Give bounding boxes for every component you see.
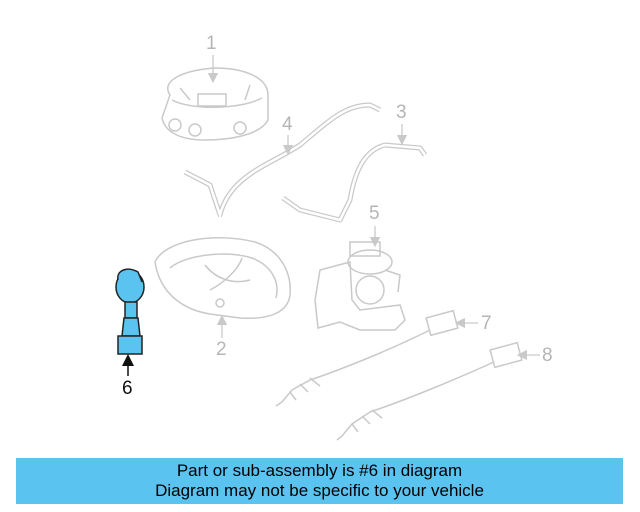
banner-line-1: Part or sub-assembly is #6 in diagram [176, 461, 463, 480]
part-1-canister[interactable] [161, 67, 269, 141]
part-7-sensor[interactable] [275, 309, 459, 407]
callout-label-3: 3 [396, 102, 407, 123]
callout-label-1: 1 [206, 33, 217, 54]
callout-label-8: 8 [542, 345, 553, 366]
callout-label-4: 4 [282, 114, 293, 135]
part-5-valve[interactable] [314, 241, 406, 331]
part-2-shield[interactable] [154, 237, 291, 320]
callout-label-5: 5 [369, 203, 380, 224]
part-6-highlighted-sensor[interactable] [115, 268, 145, 355]
callout-label-2: 2 [216, 339, 227, 360]
callout-label-7: 7 [481, 313, 492, 334]
part-8-sensor[interactable] [336, 341, 523, 441]
info-banner: Part or sub-assembly is #6 in diagram Di… [16, 458, 623, 504]
banner-line-2: Diagram may not be specific to your vehi… [155, 481, 484, 500]
callout-label-6: 6 [122, 378, 133, 399]
